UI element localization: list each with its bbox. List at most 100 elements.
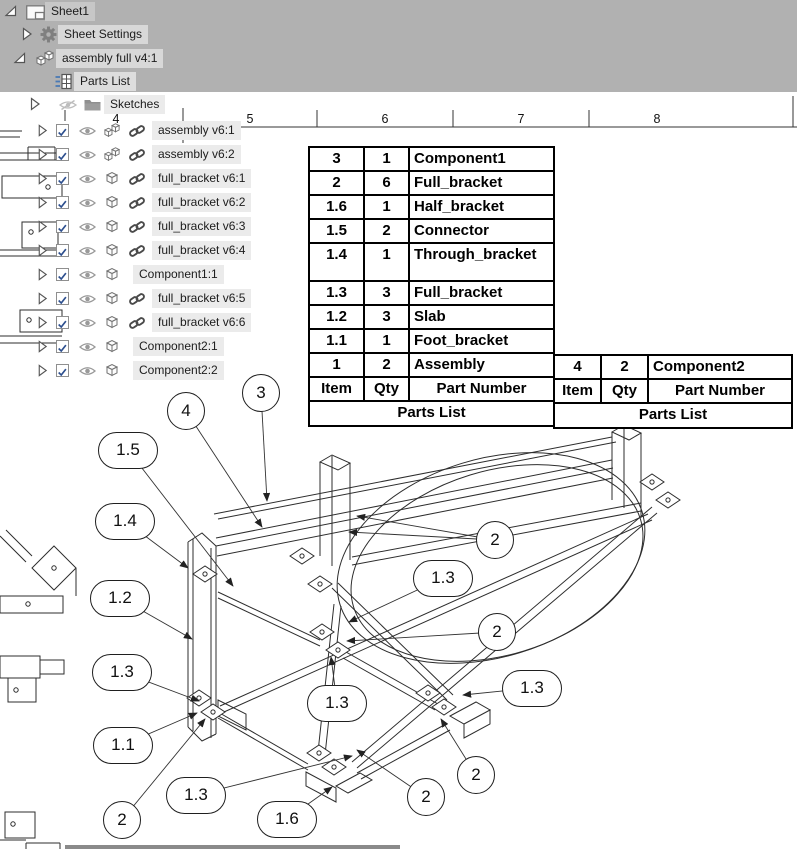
parts-list-cell[interactable]: Half_bracket bbox=[408, 194, 555, 220]
visibility-checkbox[interactable] bbox=[56, 244, 69, 257]
parts-list-cell[interactable]: 1 bbox=[363, 146, 410, 172]
component-tree-item[interactable]: full_bracket v6:5 bbox=[152, 289, 252, 308]
parts-list-cell[interactable]: Component1 bbox=[408, 146, 555, 172]
balloon-callout[interactable]: 1.6 bbox=[257, 800, 317, 838]
component-tree-item[interactable]: Component2:2 bbox=[133, 361, 224, 380]
triangle-collapsed-icon[interactable] bbox=[36, 268, 49, 281]
parts-list-cell[interactable]: Component2 bbox=[647, 354, 793, 380]
triangle-collapsed-icon[interactable] bbox=[36, 364, 49, 377]
visibility-checkbox[interactable] bbox=[56, 364, 69, 377]
parts-list-cell[interactable]: 1.1 bbox=[308, 328, 365, 354]
triangle-collapsed-icon[interactable] bbox=[28, 97, 42, 111]
parts-list-cell[interactable]: 1.3 bbox=[308, 280, 365, 306]
component-tree-item[interactable]: full_bracket v6:4 bbox=[152, 241, 252, 260]
visibility-checkbox[interactable] bbox=[56, 340, 69, 353]
eye-icon[interactable] bbox=[79, 150, 96, 160]
balloon-callout[interactable]: 1.2 bbox=[90, 579, 150, 617]
parts-list-cell[interactable]: Assembly bbox=[408, 352, 555, 378]
parts-list-cell[interactable]: 1.4 bbox=[308, 242, 365, 282]
visibility-checkbox[interactable] bbox=[56, 172, 69, 185]
triangle-collapsed-icon[interactable] bbox=[36, 196, 49, 209]
parts-list-cell[interactable]: 1 bbox=[363, 328, 410, 354]
parts-list-cell[interactable]: 1 bbox=[363, 194, 410, 220]
balloon-callout[interactable]: 2 bbox=[457, 756, 495, 794]
eye-icon[interactable] bbox=[79, 198, 96, 208]
sheet-tree-item[interactable]: Sketches bbox=[104, 95, 166, 114]
balloon-callout[interactable]: 2 bbox=[478, 613, 516, 651]
eye-icon[interactable] bbox=[79, 342, 96, 352]
horizontal-scrollbar[interactable] bbox=[65, 845, 400, 849]
parts-list-cell[interactable]: 1 bbox=[363, 242, 410, 282]
eye-icon[interactable] bbox=[79, 294, 96, 304]
parts-list-cell[interactable]: 3 bbox=[363, 304, 410, 330]
balloon-callout[interactable]: 1.4 bbox=[95, 502, 155, 540]
visibility-checkbox[interactable] bbox=[56, 220, 69, 233]
triangle-collapsed-icon[interactable] bbox=[36, 124, 49, 137]
visibility-checkbox[interactable] bbox=[56, 148, 69, 161]
eye-icon[interactable] bbox=[79, 174, 96, 184]
triangle-expanded-icon[interactable] bbox=[4, 4, 18, 18]
parts-list-cell[interactable]: 1.5 bbox=[308, 218, 365, 244]
eye-icon[interactable] bbox=[79, 366, 96, 376]
balloon-callout[interactable]: 1.3 bbox=[92, 653, 152, 691]
parts-list-cell[interactable]: 3 bbox=[308, 146, 365, 172]
visibility-checkbox[interactable] bbox=[56, 268, 69, 281]
eye-icon[interactable] bbox=[79, 246, 96, 256]
triangle-expanded-icon[interactable] bbox=[13, 51, 27, 65]
eye-icon[interactable] bbox=[79, 222, 96, 232]
visibility-checkbox[interactable] bbox=[56, 316, 69, 329]
balloon-callout[interactable]: 1.3 bbox=[166, 776, 226, 814]
triangle-collapsed-icon[interactable] bbox=[36, 292, 49, 305]
component-tree-item[interactable]: Component2:1 bbox=[133, 337, 224, 356]
balloon-callout[interactable]: 1.3 bbox=[413, 559, 473, 597]
sheet-tree-item[interactable]: Sheet Settings bbox=[58, 25, 149, 44]
balloon-callout[interactable]: 1.1 bbox=[93, 726, 153, 764]
parts-list-cell[interactable]: 2 bbox=[363, 352, 410, 378]
parts-list-cell[interactable]: 2 bbox=[600, 354, 649, 380]
parts-list-cell[interactable]: 2 bbox=[308, 170, 365, 196]
component-tree-item[interactable]: full_bracket v6:6 bbox=[152, 313, 252, 332]
triangle-collapsed-icon[interactable] bbox=[20, 27, 34, 41]
component-tree-item[interactable]: full_bracket v6:1 bbox=[152, 169, 252, 188]
eye-icon[interactable] bbox=[79, 270, 96, 280]
component-tree-item[interactable]: assembly v6:1 bbox=[152, 121, 241, 140]
balloon-callout[interactable]: 4 bbox=[167, 392, 205, 430]
parts-list-cell[interactable]: Slab bbox=[408, 304, 555, 330]
component-tree-item[interactable]: full_bracket v6:3 bbox=[152, 217, 252, 236]
visibility-checkbox[interactable] bbox=[56, 196, 69, 209]
parts-list-cell[interactable]: Connector bbox=[408, 218, 555, 244]
balloon-callout[interactable]: 2 bbox=[407, 778, 445, 816]
parts-list-cell[interactable]: Through_bracket bbox=[408, 242, 555, 282]
parts-list-cell[interactable]: 3 bbox=[363, 280, 410, 306]
parts-list-cell[interactable]: 6 bbox=[363, 170, 410, 196]
eye-icon[interactable] bbox=[79, 126, 96, 136]
parts-list-cell[interactable]: 2 bbox=[363, 218, 410, 244]
balloon-callout[interactable]: 3 bbox=[242, 374, 280, 412]
sheet-tree-item[interactable]: Sheet1 bbox=[45, 2, 96, 21]
visibility-checkbox[interactable] bbox=[56, 124, 69, 137]
triangle-collapsed-icon[interactable] bbox=[36, 172, 49, 185]
triangle-collapsed-icon[interactable] bbox=[36, 340, 49, 353]
balloon-callout[interactable]: 2 bbox=[476, 521, 514, 559]
parts-list-cell[interactable]: 1 bbox=[308, 352, 365, 378]
triangle-collapsed-icon[interactable] bbox=[36, 148, 49, 161]
parts-list-cell[interactable]: 4 bbox=[553, 354, 602, 380]
eye-off-icon[interactable] bbox=[59, 99, 77, 111]
triangle-collapsed-icon[interactable] bbox=[36, 316, 49, 329]
parts-list-cell[interactable]: Full_bracket bbox=[408, 170, 555, 196]
parts-list-cell[interactable]: 1.6 bbox=[308, 194, 365, 220]
parts-list-cell[interactable]: Foot_bracket bbox=[408, 328, 555, 354]
parts-list-cell[interactable]: 1.2 bbox=[308, 304, 365, 330]
sheet-tree-item[interactable]: assembly full v4:1 bbox=[56, 49, 164, 68]
parts-list-cell[interactable]: Full_bracket bbox=[408, 280, 555, 306]
sheet-tree-item[interactable]: Parts List bbox=[74, 72, 137, 91]
triangle-collapsed-icon[interactable] bbox=[36, 244, 49, 257]
component-tree-item[interactable]: full_bracket v6:2 bbox=[152, 193, 252, 212]
balloon-callout[interactable]: 1.5 bbox=[98, 431, 158, 469]
balloon-callout[interactable]: 2 bbox=[103, 801, 141, 839]
triangle-collapsed-icon[interactable] bbox=[36, 220, 49, 233]
eye-icon[interactable] bbox=[79, 318, 96, 328]
visibility-checkbox[interactable] bbox=[56, 292, 69, 305]
balloon-callout[interactable]: 1.3 bbox=[502, 669, 562, 707]
balloon-callout[interactable]: 1.3 bbox=[307, 684, 367, 722]
